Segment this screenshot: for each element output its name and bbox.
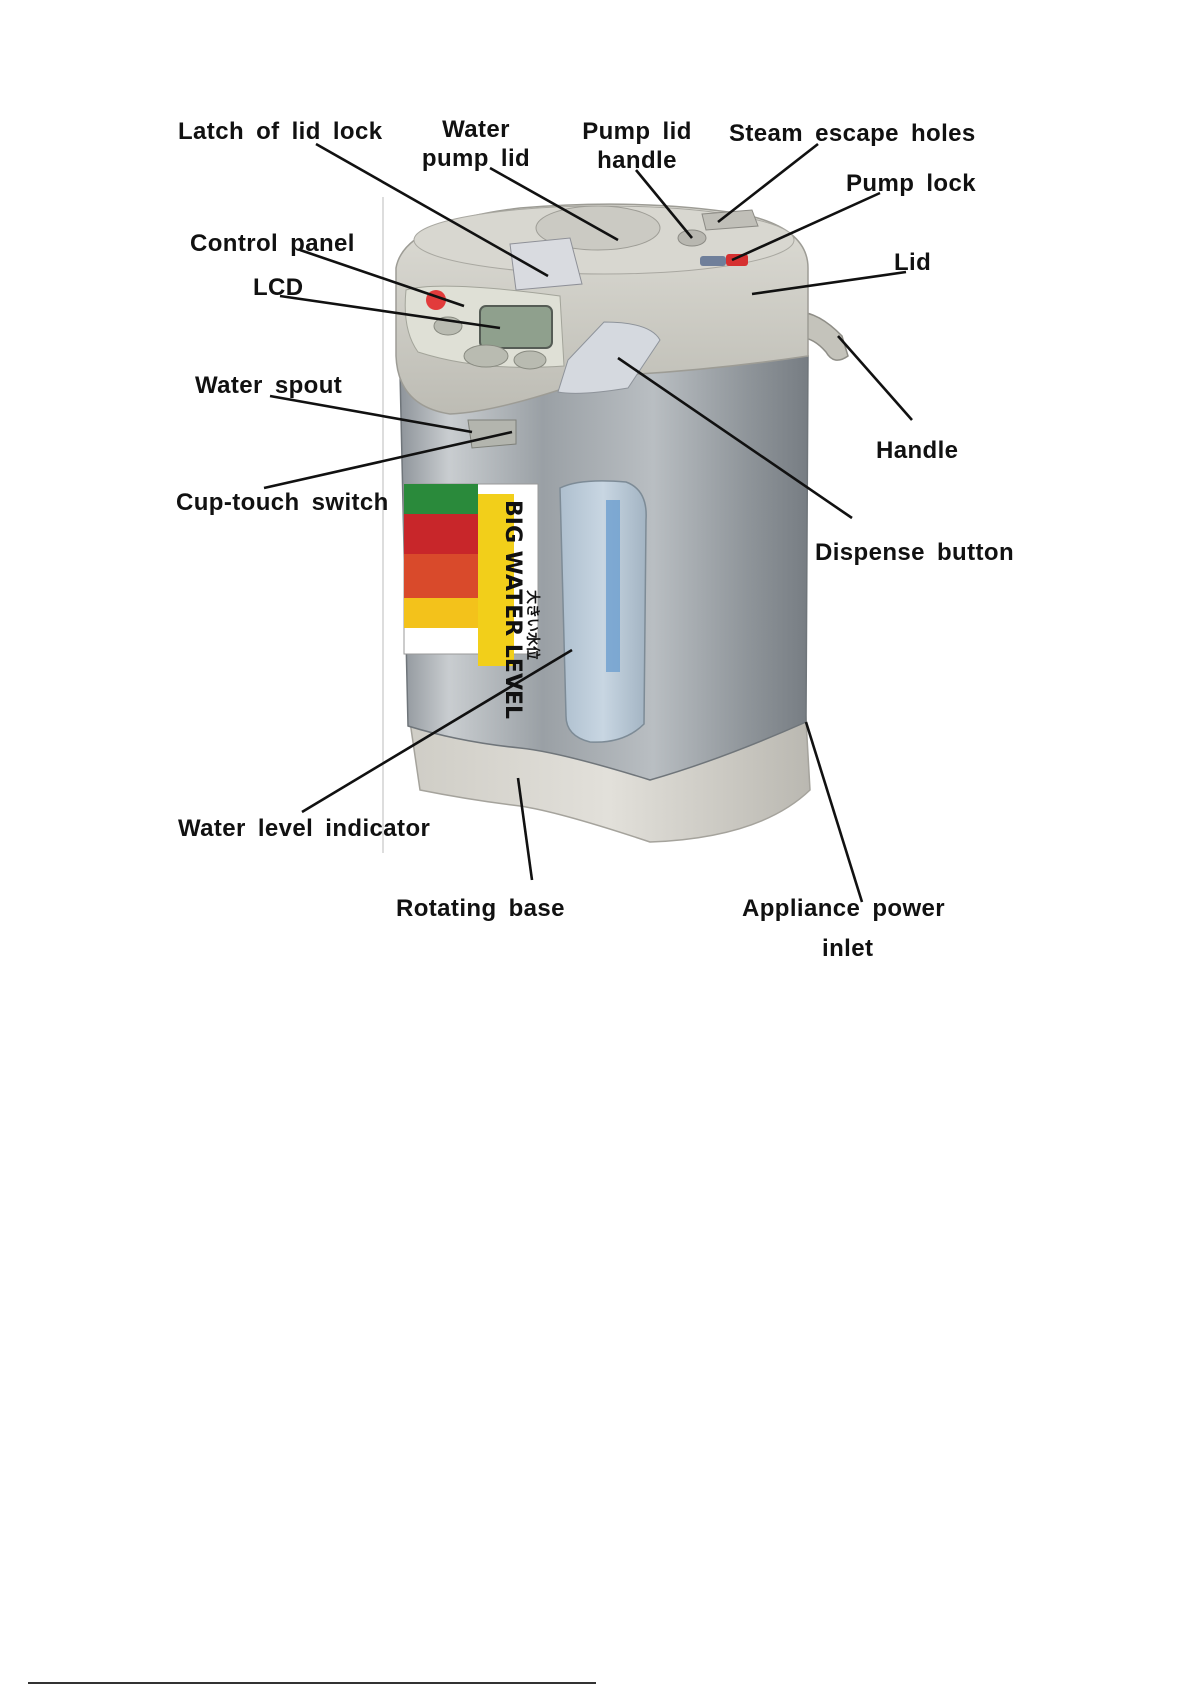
label-water-spout: Water spout bbox=[195, 372, 342, 399]
label-handle: Handle bbox=[876, 437, 958, 464]
label-dispense-button: Dispense button bbox=[815, 539, 1014, 566]
control-button-2 bbox=[464, 345, 508, 367]
label-latch-of-lid-lock: Latch of lid lock bbox=[178, 118, 383, 145]
label-pump-lock: Pump lock bbox=[846, 170, 976, 197]
label-appliance-power-inlet-line1: Appliance power bbox=[742, 895, 945, 922]
label-pump-lid-handle-line2: handle bbox=[597, 147, 677, 174]
leader-handle bbox=[838, 336, 912, 420]
water-level-scale bbox=[606, 500, 620, 672]
label-control-panel: Control panel bbox=[190, 230, 355, 257]
label-pump-lid-handle-line1: Pump lid bbox=[582, 118, 692, 145]
label-appliance-power-inlet-line2: inlet bbox=[822, 935, 873, 962]
label-water-pump-lid-line2: pump lid bbox=[422, 145, 530, 172]
label-lcd: LCD bbox=[253, 274, 304, 301]
water-pot-illustration: BIG WATER LEVEL 大きい水位 bbox=[396, 204, 848, 842]
label-steam-escape-holes: Steam escape holes bbox=[729, 120, 976, 147]
label-rotating-base: Rotating base bbox=[396, 895, 565, 922]
label-lid: Lid bbox=[894, 249, 931, 276]
label-water-pump-lid-line1: Water bbox=[442, 116, 510, 143]
lid-lock-latch-part bbox=[510, 238, 582, 290]
water-level-window-part bbox=[560, 481, 646, 742]
leader-steam-escape-holes bbox=[718, 144, 818, 222]
sticker-japanese: 大きい水位 bbox=[524, 590, 541, 660]
pump-lock-red-part bbox=[726, 254, 748, 266]
control-button-3 bbox=[514, 351, 546, 369]
leader-appliance-power-inlet bbox=[806, 722, 862, 902]
label-water-level-indicator: Water level indicator bbox=[178, 815, 430, 842]
pump-lock-part bbox=[700, 256, 726, 266]
footer-rule bbox=[28, 1682, 596, 1684]
label-cup-touch-switch: Cup-touch switch bbox=[176, 489, 389, 516]
